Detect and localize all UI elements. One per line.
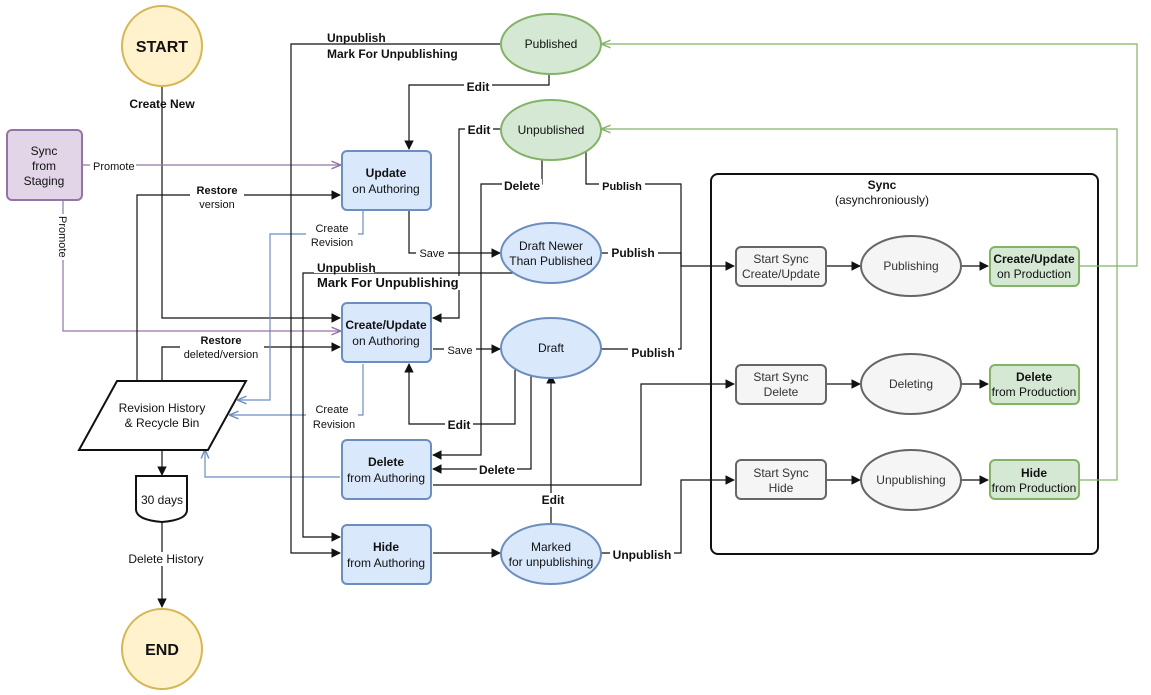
- label-restore-version-1: Restore: [197, 185, 238, 197]
- svg-text:Unpublishing: Unpublishing: [876, 473, 945, 487]
- delete-from-production-node: Delete from Production: [989, 364, 1080, 405]
- unpublishing-node: Unpublishing: [860, 449, 962, 511]
- svg-text:START: START: [136, 39, 188, 56]
- svg-text:from Authoring: from Authoring: [347, 471, 425, 485]
- sync-group-subtitle: (asynchroniously): [835, 193, 929, 207]
- svg-text:END: END: [145, 642, 179, 659]
- label-save-update: Save: [419, 248, 444, 260]
- label-mark-for-unpublishing-mid: Mark For Unpublishing: [317, 275, 459, 290]
- label-promote-vertical: Promote: [56, 216, 68, 258]
- svg-text:Publishing: Publishing: [883, 259, 938, 273]
- label-save-create: Save: [447, 345, 472, 357]
- draft-newer-node: Draft Newer Than Published: [500, 222, 602, 284]
- svg-text:Create/Update: Create/Update: [742, 267, 820, 281]
- svg-text:Draft: Draft: [538, 341, 565, 355]
- revision-history-node: Revision History & Recycle Bin: [77, 380, 248, 451]
- svg-text:Hide: Hide: [1021, 466, 1047, 480]
- svg-text:Start Sync: Start Sync: [753, 252, 808, 266]
- label-publish-draft: Publish: [631, 346, 674, 360]
- label-edit-marked: Edit: [542, 493, 565, 507]
- svg-text:Delete: Delete: [368, 455, 404, 469]
- label-delete-history: Delete History: [128, 552, 203, 566]
- create-update-on-authoring-node: Create/Update on Authoring: [341, 302, 432, 363]
- svg-text:on Production: on Production: [997, 267, 1071, 281]
- hide-from-authoring-node: Hide from Authoring: [341, 524, 432, 585]
- label-create-revision-1b: Revision: [311, 237, 353, 249]
- update-on-authoring-node: Update on Authoring: [341, 150, 432, 211]
- start-sync-create-update-node: Start Sync Create/Update: [735, 246, 827, 287]
- start-sync-delete-node: Start Sync Delete: [735, 364, 827, 405]
- label-publish-newer: Publish: [611, 246, 654, 260]
- label-edit-draft: Edit: [448, 418, 471, 432]
- svg-text:30 days: 30 days: [141, 493, 183, 507]
- label-unpublish-top: Unpublish: [327, 31, 386, 45]
- unpublished-node: Unpublished: [500, 99, 602, 161]
- label-create-revision-1a: Create: [315, 223, 348, 235]
- label-delete-draft: Delete: [479, 463, 515, 477]
- label-restore-deleted-2: deleted/version: [184, 349, 259, 361]
- svg-text:Delete: Delete: [1016, 370, 1052, 384]
- svg-text:& Recycle Bin: & Recycle Bin: [125, 416, 200, 430]
- label-create-revision-2a: Create: [315, 404, 348, 416]
- sync-group-title: Sync: [868, 178, 897, 192]
- svg-text:Sync: Sync: [31, 144, 58, 158]
- draft-node: Draft: [500, 317, 602, 379]
- label-mark-for-unpublishing-top: Mark For Unpublishing: [327, 47, 458, 61]
- create-update-on-production-node: Create/Update on Production: [989, 246, 1080, 287]
- svg-text:Start Sync: Start Sync: [753, 466, 808, 480]
- svg-text:Create/Update: Create/Update: [993, 252, 1075, 266]
- sync-from-staging-node: Sync from Staging: [6, 129, 83, 201]
- thirty-days-node: 30 days: [135, 475, 188, 524]
- svg-text:Start Sync: Start Sync: [753, 370, 808, 384]
- svg-text:for unpublishing: for unpublishing: [509, 555, 594, 569]
- label-delete-unpublished: Delete: [504, 179, 540, 193]
- start-sync-hide-node: Start Sync Hide: [735, 459, 827, 500]
- label-edit-unpublished: Edit: [468, 123, 491, 137]
- label-publish-unpublished: Publish: [602, 181, 642, 193]
- label-restore-deleted-1: Restore: [201, 335, 242, 347]
- label-edit-published: Edit: [467, 80, 490, 94]
- delete-from-authoring-node: Delete from Authoring: [341, 439, 432, 500]
- publishing-node: Publishing: [860, 235, 962, 297]
- svg-text:Deleting: Deleting: [889, 377, 933, 391]
- svg-text:Create/Update: Create/Update: [345, 318, 427, 332]
- svg-text:Hide: Hide: [769, 481, 794, 495]
- deleting-node: Deleting: [860, 353, 962, 415]
- svg-text:Marked: Marked: [531, 540, 571, 554]
- published-node: Published: [500, 13, 602, 75]
- svg-text:from Authoring: from Authoring: [347, 556, 425, 570]
- svg-text:on Authoring: on Authoring: [352, 182, 419, 196]
- svg-text:Revision History: Revision History: [119, 401, 206, 415]
- hide-from-production-node: Hide from Production: [989, 459, 1080, 500]
- label-create-revision-2b: Revision: [313, 419, 355, 431]
- label-promote: Promote: [93, 161, 135, 173]
- label-create-new: Create New: [129, 97, 195, 111]
- svg-text:Draft Newer: Draft Newer: [519, 239, 583, 253]
- svg-text:Hide: Hide: [373, 540, 399, 554]
- marked-for-unpublishing-node: Marked for unpublishing: [500, 523, 602, 585]
- label-unpublish-marked: Unpublish: [613, 548, 672, 562]
- svg-text:on Authoring: on Authoring: [352, 334, 419, 348]
- svg-text:Published: Published: [525, 37, 578, 51]
- svg-text:Than Published: Than Published: [509, 254, 592, 268]
- end-node: END: [121, 608, 203, 690]
- label-restore-version-2: version: [199, 199, 234, 211]
- svg-text:from: from: [32, 159, 56, 173]
- svg-text:Staging: Staging: [24, 174, 65, 188]
- svg-text:Update: Update: [366, 166, 407, 180]
- label-unpublish-mid: Unpublish: [317, 261, 376, 275]
- svg-text:from Production: from Production: [992, 385, 1077, 399]
- start-node: START: [121, 5, 203, 87]
- svg-text:Unpublished: Unpublished: [518, 123, 585, 137]
- svg-text:from Production: from Production: [992, 481, 1077, 495]
- svg-text:Delete: Delete: [764, 385, 799, 399]
